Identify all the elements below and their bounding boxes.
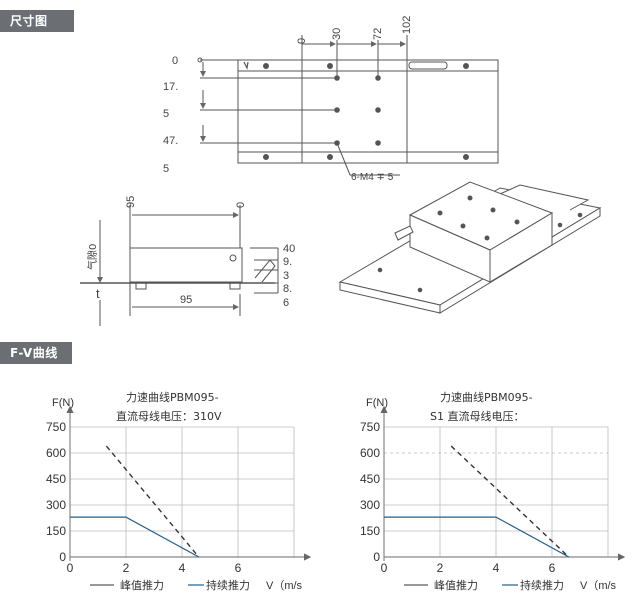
fv-curve-section-label: F-V曲线 [0, 342, 72, 364]
chart-1-series-continuous [384, 516, 570, 558]
chart-1-x-tick-label-2: 4 [493, 561, 500, 575]
chart-0-y-tick-label-1: 600 [46, 446, 66, 460]
chart-0-title-line2: 直流母线电压：310V [116, 409, 222, 423]
side-right-9: 9. [283, 256, 292, 268]
hole-callout: 6-M4 ∓ 5 [351, 172, 394, 183]
top-dim-0: 0 [296, 38, 308, 44]
top-view-top-dimensions: 0 30 72 102 [296, 16, 413, 44]
chart-1-y-tick-label-0: 750 [360, 420, 380, 434]
air-gap-label: 气隙0 [86, 244, 99, 270]
chart-0-legend-cont-label: 持续推力 [206, 578, 250, 592]
chart-1-y-tick-label-4: 150 [360, 524, 380, 538]
chart-0-x-axis-label: V（m/s [266, 579, 303, 592]
side-right-3: 3 [283, 270, 289, 282]
chart-0-y-tick-label-4: 150 [46, 524, 66, 538]
chart-1-x-axis-label: V（m/s [580, 579, 617, 592]
chart-0-y-tick-label-5: 0 [59, 550, 66, 564]
chart-0-title-line1: 力速曲线PBM095- [126, 390, 219, 404]
side-left-t: t [96, 286, 100, 301]
chart-1-legend-peak-label: 峰值推力 [434, 578, 478, 592]
chart-0-y-tick-label-0: 750 [46, 420, 66, 434]
left-dim-0: 0 [172, 55, 178, 67]
chart-0-x-tick-label-3: 6 [235, 561, 242, 575]
isometric-motor-view [338, 181, 602, 314]
left-dim-5b: 5 [163, 163, 169, 175]
chart-1-title-line1: 力速曲线PBM095- [440, 390, 533, 404]
chart-1-legend-cont-label: 持续推力 [520, 578, 564, 592]
chart-1-x-tick-label-3: 6 [549, 561, 556, 575]
chart-1-y-tick-label-1: 600 [360, 446, 380, 460]
top-view-drawing [197, 35, 499, 176]
side-top-0: 0 [235, 202, 247, 208]
fv-chart-left: 750 600 450 300 150 00 2 4 6 力速曲线PBM095- 直流母线电压：31… [46, 390, 312, 592]
chart-0-series-continuous [70, 516, 200, 558]
chart-1-y-tick-label-3: 300 [360, 498, 380, 512]
chart-0-x-tick-label-2: 4 [179, 561, 186, 575]
chart-0-legend-peak-label: 峰值推力 [120, 578, 164, 592]
fv-chart-right: 750 600 450 300 150 00 2 4 6 力速曲线PBM095- S1 直流母线电压… [360, 390, 626, 592]
side-view-drawing [80, 205, 279, 326]
chart-1-y-axis-label: F(N) [366, 397, 388, 409]
chart-1-title-line2: S1 直流母线电压： [430, 409, 524, 423]
left-dim-47: 47. [163, 135, 178, 147]
side-top-95: 95 [125, 196, 137, 208]
side-right-40: 40 [283, 243, 295, 255]
left-dim-5a: 5 [163, 108, 169, 120]
side-right-8: 8. [283, 283, 292, 295]
side-bottom-95: 95 [180, 294, 192, 306]
chart-0-y-axis-label: F(N) [52, 397, 74, 409]
chart-0-series-peak [105, 445, 200, 558]
top-view-outline [237, 59, 499, 164]
side-view-labels: 95 0 气隙0 t 95 40 9. 3 8. 6 [86, 196, 295, 309]
chart-0-y-tick-label-3: 300 [46, 498, 66, 512]
chart-1-y-tick-label-5: 0 [373, 550, 380, 564]
side-right-6: 6 [283, 297, 289, 309]
top-dim-102: 102 [401, 16, 413, 34]
chart-1-y-tick-label-2: 450 [360, 472, 380, 486]
left-dim-17: 17. [163, 81, 178, 93]
top-dim-30: 30 [331, 28, 343, 40]
chart-0-x-tick-label-0: 0 [67, 561, 74, 575]
top-dim-72: 72 [372, 28, 384, 40]
top-view-left-dimensions: 0 17. 5 47. 5 [163, 55, 178, 175]
dimensions-section-label: 尺寸图 [0, 10, 74, 32]
chart-0-y-tick-label-2: 450 [46, 472, 66, 486]
chart-0-x-tick-label-1: 2 [123, 561, 130, 575]
chart-1-series-peak [450, 445, 570, 558]
chart-1-x-tick-label-0: 0 [381, 561, 388, 575]
side-view-body [129, 247, 243, 283]
chart-1-x-tick-label-1: 2 [437, 561, 444, 575]
